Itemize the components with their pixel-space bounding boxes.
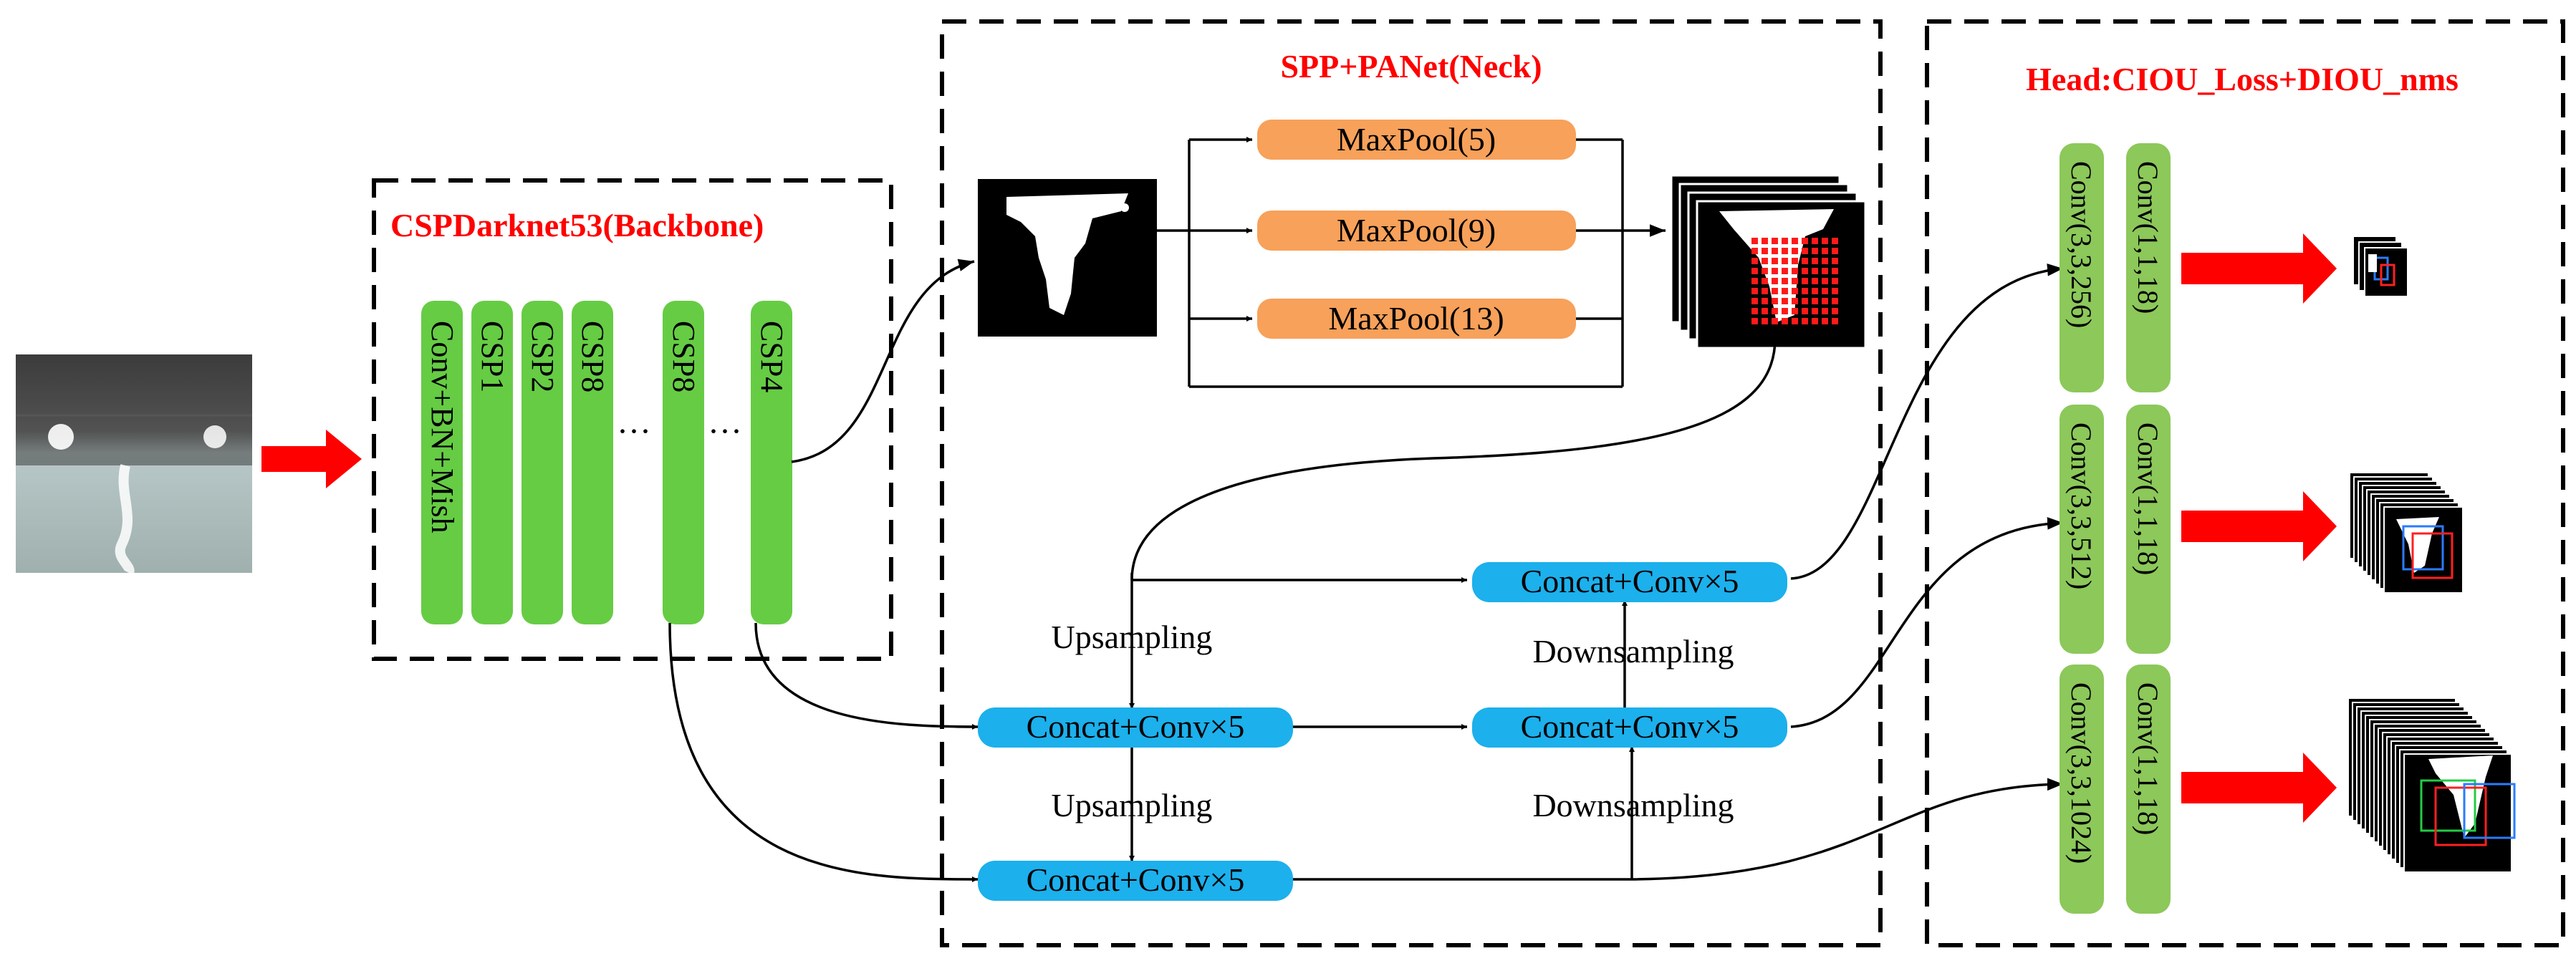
downsampling-label-1: Downsampling <box>1532 633 1734 670</box>
upsampling-label-2: Upsampling <box>1052 787 1213 823</box>
backbone-frame <box>372 178 893 661</box>
upsampling-label-1: Upsampling <box>1052 619 1213 655</box>
head-frame <box>1925 19 2565 947</box>
head-conv1-block-2: Conv(1,1,18) <box>2126 405 2171 654</box>
head-conv3-label: Conv(3,3,512) <box>2065 422 2097 589</box>
concat-label: Concat+Conv×5 <box>1027 861 1245 898</box>
neck-concat-right-mid: Concat+Conv×5 <box>1472 707 1787 748</box>
head-conv1-block-1: Conv(1,1,18) <box>2126 143 2171 392</box>
backbone-block-label: CSP8 <box>666 321 701 392</box>
neck-title: SPP+PANet(Neck) <box>1280 48 1542 84</box>
head-conv3-label: Conv(3,3,1024) <box>2065 682 2097 864</box>
maxpool-label: MaxPool(13) <box>1328 300 1504 337</box>
backbone-block-label: CSP2 <box>525 321 560 392</box>
spp-connectors <box>1157 137 1666 388</box>
backbone-block-1: Conv+BN+Mish <box>421 301 463 624</box>
head-conv3-block-2: Conv(3,3,512) <box>2060 405 2104 654</box>
downsampling-label-2: Downsampling <box>1532 787 1734 823</box>
backbone-block-5: CSP8 <box>663 301 704 624</box>
head-output-small-stack <box>2352 236 2408 297</box>
backbone-ellipsis-2: ··· <box>708 412 742 450</box>
backbone-block-3: CSP2 <box>522 301 563 624</box>
head-conv3-block-1: Conv(3,3,256) <box>2060 143 2104 392</box>
maxpool-block-1: MaxPool(5) <box>1257 120 1576 160</box>
neck-connectors <box>668 259 2064 883</box>
spp-output-feature-stack <box>1670 174 1867 349</box>
neck-concat-left-mid: Concat+Conv×5 <box>978 707 1293 748</box>
head-conv1-block-3: Conv(1,1,18) <box>2126 665 2171 914</box>
maxpool-block-2: MaxPool(9) <box>1257 211 1576 251</box>
backbone-block-label: CSP4 <box>754 321 789 392</box>
head-output-arrows <box>2181 233 2337 823</box>
backbone-block-label: CSP8 <box>575 321 610 392</box>
input-image <box>16 354 252 576</box>
head-conv1-label: Conv(1,1,18) <box>2132 682 2164 835</box>
input-arrow-head <box>326 430 362 488</box>
backbone-title: CSPDarknet53(Backbone) <box>390 207 764 243</box>
head-conv1-label: Conv(1,1,18) <box>2132 161 2164 314</box>
input-arrow-shaft <box>261 446 330 472</box>
backbone-ellipsis-1: ··· <box>617 412 651 450</box>
head-output-medium-stack <box>2349 472 2464 594</box>
concat-label: Concat+Conv×5 <box>1521 563 1739 599</box>
head-conv3-block-3: Conv(3,3,1024) <box>2060 665 2104 914</box>
maxpool-label: MaxPool(9) <box>1337 212 1496 248</box>
head-conv3-label: Conv(3,3,256) <box>2065 161 2097 328</box>
backbone-block-2: CSP1 <box>471 301 513 624</box>
maxpool-label: MaxPool(5) <box>1337 121 1496 158</box>
backbone-block-label: Conv+BN+Mish <box>425 321 460 533</box>
neck-concat-left-bottom: Concat+Conv×5 <box>978 861 1293 901</box>
concat-label: Concat+Conv×5 <box>1027 708 1245 745</box>
backbone-block-label: CSP1 <box>475 321 510 392</box>
head-conv1-label: Conv(1,1,18) <box>2132 422 2164 575</box>
maxpool-block-3: MaxPool(13) <box>1257 299 1576 339</box>
backbone-block-4: CSP8 <box>572 301 613 624</box>
head-output-large-stack <box>2347 697 2516 873</box>
concat-label: Concat+Conv×5 <box>1521 708 1739 745</box>
head-title: Head:CIOU_Loss+DIOU_nms <box>2026 61 2459 97</box>
neck-frame <box>940 19 1883 947</box>
neck-concat-top: Concat+Conv×5 <box>1472 562 1787 602</box>
spp-input-feature-image <box>978 179 1157 337</box>
backbone-block-6: CSP4 <box>751 301 792 624</box>
